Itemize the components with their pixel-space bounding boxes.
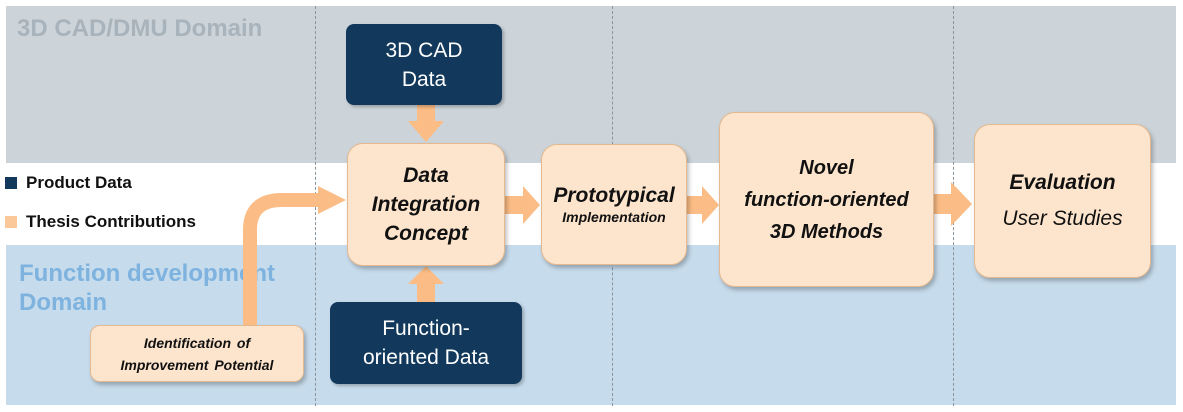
right-arrow-3-head (951, 182, 972, 226)
legend-thesis-contributions: Thesis Contributions (5, 212, 196, 232)
up-arrow-head (408, 266, 444, 284)
function-oriented-data-box: Function- oriented Data (330, 302, 522, 384)
evaluation-line1: Evaluation (1009, 171, 1116, 194)
novel-3d-methods-box: Novel function-oriented 3D Methods (719, 112, 934, 287)
right-arrow-2-head (702, 186, 719, 224)
improvement-potential-box: Identification of Improvement Potential (90, 325, 304, 382)
right-arrow-3-shaft (934, 194, 952, 214)
data-integration-line1: Data (403, 164, 449, 187)
function-oriented-data-line1: Function- (382, 317, 470, 340)
prototypical-line1: Prototypical (553, 184, 675, 207)
up-arrow-shaft (417, 282, 435, 302)
novel-methods-line2: function-oriented (744, 188, 909, 211)
prototypical-line2: Implementation (562, 209, 666, 225)
curved-arrow-head (318, 186, 346, 214)
evaluation-box: Evaluation User Studies (974, 124, 1151, 278)
improvement-line1: Identification of (143, 334, 251, 351)
function-development-domain-label: Function development Domain (19, 260, 276, 316)
legend-swatch-thesis-contributions (5, 216, 17, 228)
cad-data-line1: 3D CAD (385, 38, 463, 62)
cad-dmu-domain-label: 3D CAD/DMU Domain (17, 15, 263, 42)
curved-arrow-shaft (243, 193, 320, 326)
legend-swatch-product-data (5, 177, 17, 189)
cad-data-box: 3D CAD Data (346, 24, 502, 105)
prototypical-implementation-box: Prototypical Implementation (541, 144, 687, 265)
novel-methods-line3: 3D Methods (769, 220, 884, 243)
right-arrow-1-shaft (505, 196, 524, 214)
down-arrow-shaft (417, 105, 435, 122)
legend-label: Product Data (26, 173, 132, 192)
evaluation-line2: User Studies (1002, 207, 1123, 230)
novel-methods-line1: Novel (799, 156, 854, 179)
legend-product-data: Product Data (5, 173, 132, 193)
down-arrow-head (408, 121, 444, 142)
legend-label: Thesis Contributions (26, 212, 196, 231)
cad-data-line2: Data (401, 67, 447, 91)
right-arrow-1-head (523, 186, 540, 224)
data-integration-concept-box: Data Integration Concept (347, 143, 505, 266)
right-arrow-2-shaft (687, 196, 703, 214)
improvement-line2: Improvement Potential (120, 356, 274, 373)
data-integration-line3: Concept (384, 222, 468, 245)
data-integration-line2: Integration (371, 193, 481, 216)
function-oriented-data-line2: oriented Data (362, 346, 490, 369)
